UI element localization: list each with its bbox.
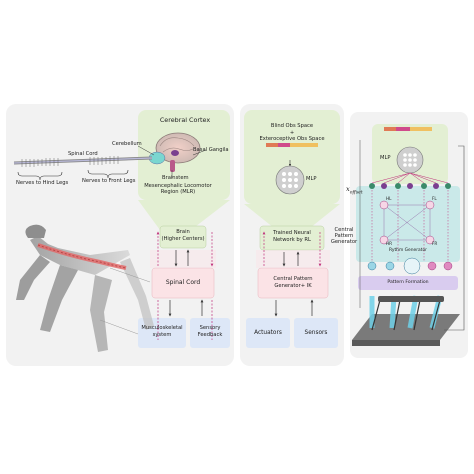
cpg-right-label-3: Generator [330, 239, 358, 245]
leg-hl-label: HL [386, 196, 392, 201]
obs-funnel [244, 204, 340, 228]
sensory-label-2: Feedback [197, 332, 223, 338]
nerves-hind-label: Nerves to Hind Legs [16, 180, 69, 186]
mlp-label-right: MLP [380, 155, 391, 161]
leg-hr-label: HR [386, 241, 393, 246]
oscillator-nodes [379, 200, 435, 245]
cpg-mid-label-2: Generator+ IK [274, 283, 312, 289]
cpg-right-label-2: Pattern [334, 233, 354, 239]
obs-title-3: Exteroceptive Obs Space [259, 136, 325, 142]
brain-box-label-2: (Higher Centers) [161, 236, 205, 242]
obs-title-2: + [289, 130, 295, 136]
brain-box-label-1: Brain [176, 229, 190, 235]
brain-illustration [148, 132, 201, 172]
basal-ganglia-label: Basal Gangila [193, 147, 229, 153]
spinal-box-label: Spinal Cord [165, 279, 201, 286]
mlp-circle-mid [275, 165, 305, 195]
brace-front [87, 169, 129, 179]
musculo-label-2: system [152, 332, 172, 338]
sensors-label: Sensors [304, 330, 328, 336]
sensors-box [294, 318, 338, 348]
brain-funnel [138, 200, 230, 230]
brace-hind [17, 171, 63, 181]
mlp-label-mid: MLP [306, 176, 317, 182]
cpg-box-mid [257, 267, 329, 299]
brain-box [159, 225, 207, 249]
dog-illustration [16, 224, 154, 352]
trained-label-1: Trained Neural [273, 230, 311, 236]
mlr-label-1: Mesencephalic Locomotor [144, 183, 212, 189]
robot-legs [371, 299, 441, 331]
sensory-label-1: Sensory [199, 325, 221, 331]
mlr-label-2: Region (MLR) [160, 189, 196, 195]
cerebellum-label: Cerebellum [112, 141, 142, 147]
sensory-box [190, 318, 230, 348]
mlp-outputs [369, 183, 451, 189]
mlp-circle-right [396, 146, 424, 174]
rhythm-nodes [367, 257, 453, 275]
pattern-band [358, 276, 458, 290]
musculo-label-1: Musculoskeletal [141, 325, 183, 331]
nerve-ticks [21, 156, 119, 167]
leg-fl-label: FL [432, 196, 437, 201]
trained-label-2: Network by RL [273, 237, 311, 243]
actuators-label: Actuators [254, 330, 282, 336]
cpg-right-label-1: Central [334, 227, 354, 233]
cpg-mid-label-1: Central Pattern [273, 276, 313, 282]
obs-box [244, 110, 340, 204]
rhythm-label: Rythm Generator [389, 248, 427, 253]
x-offset-label: xoffset [346, 185, 363, 196]
spinal-cord-text: Spinal Cord [68, 151, 98, 157]
brainstem-label: Brainstem [162, 175, 189, 181]
obs-title-1: Blind Obs Space [270, 123, 314, 129]
leg-fr-label: FR [432, 241, 438, 246]
nerves-front-label: Nerves to Front Legs [82, 178, 136, 184]
actuators-box [246, 318, 290, 348]
cerebral-cortex-label: Cerebral Cortex [159, 116, 211, 124]
spinal-box [151, 267, 215, 299]
trained-box [259, 225, 325, 251]
pattern-label: Pattern Formation [387, 280, 429, 285]
oscillator-net [383, 204, 431, 241]
